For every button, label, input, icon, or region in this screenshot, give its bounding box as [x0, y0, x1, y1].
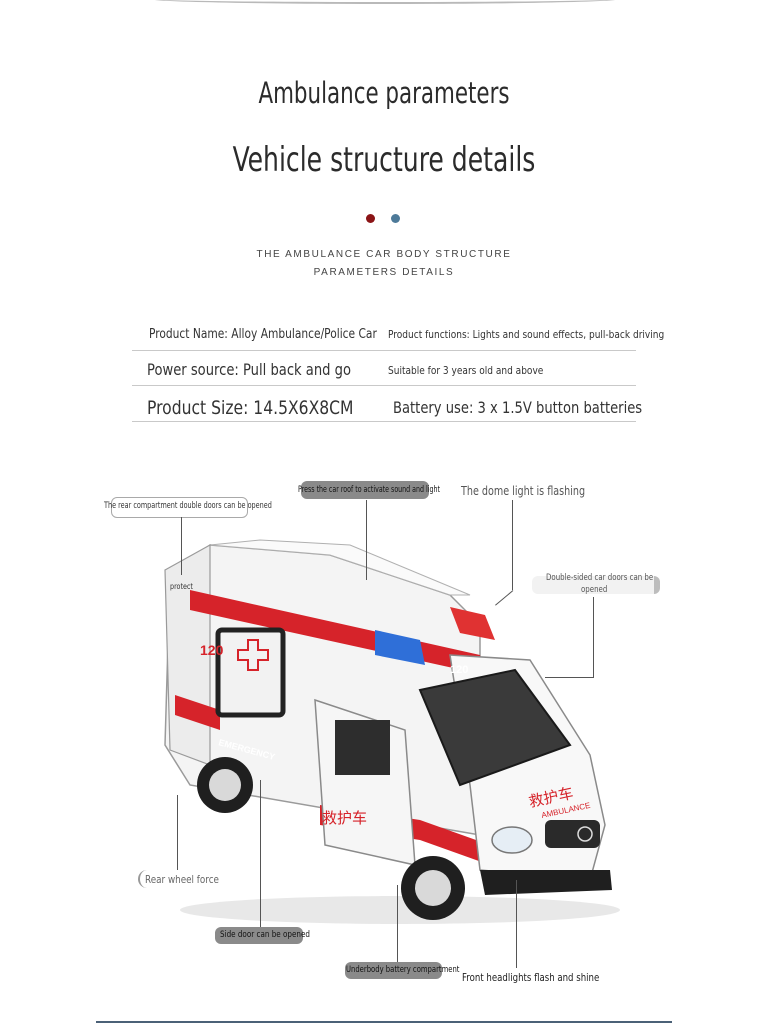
- van-number-front: 120: [450, 664, 468, 676]
- protect-callout: protect: [170, 582, 193, 591]
- product-name: Product Name: Alloy Ambulance/Police Car: [149, 327, 377, 342]
- headlights-callout: Front headlights flash and shine: [462, 971, 600, 984]
- windshield: [418, 668, 572, 787]
- rear-doors-callout-pill: [111, 497, 248, 518]
- logo-badge-icon: [577, 826, 593, 842]
- rear-hubcap: [209, 769, 241, 801]
- battery-compartment-callout: Underbody battery compartment: [346, 965, 460, 975]
- van-chinese-door-text: 救护车: [322, 809, 367, 827]
- roof-leader-line: [366, 500, 367, 580]
- row-divider: [132, 385, 636, 386]
- headlight-icon: [491, 826, 533, 854]
- row-divider: [132, 350, 636, 351]
- battery-leader-line: [397, 885, 398, 962]
- ambulance-image: 120 120 EMERGENCY 救护车 救护车 AMBULANCE: [164, 539, 620, 924]
- bottom-divider: [96, 1021, 672, 1023]
- page-title: Ambulance parameters: [258, 76, 510, 110]
- rear-wheel-callout: Rear wheel force: [145, 873, 219, 886]
- double-doors-leader-line: [593, 597, 594, 677]
- red-stripe-front: [420, 820, 490, 865]
- door-window: [335, 720, 390, 775]
- product-size: Product Size: 14.5X6X8CM: [147, 397, 354, 419]
- side-door-leader-line: [260, 780, 261, 927]
- double-doors-callout-pill: [532, 576, 660, 594]
- red-dot-icon: [366, 214, 375, 223]
- van-shadow: [180, 896, 620, 924]
- side-door-callout-pill: [215, 927, 303, 944]
- blue-dot-icon: [391, 214, 400, 223]
- red-stripe-rear: [175, 695, 220, 730]
- double-doors-callout-line1: Double-sided car doors can be: [546, 573, 654, 583]
- roof-press-callout: Press the car roof to activate sound and…: [298, 485, 440, 495]
- side-window: [215, 627, 286, 718]
- page-subtitle: Vehicle structure details: [232, 140, 536, 180]
- rear-doors-callout: The rear compartment double doors can be…: [104, 501, 272, 511]
- top-decorative-arc: [150, 0, 620, 4]
- blue-beacon-icon: [375, 630, 425, 665]
- row-divider: [132, 421, 636, 422]
- double-doors-callout-line2: opened: [581, 585, 608, 595]
- product-functions: Product functions: Lights and sound effe…: [388, 328, 665, 341]
- dome-leader-line: [512, 500, 513, 590]
- rear-wheel-leader-line: [177, 795, 178, 870]
- caption-line-1: THE AMBULANCE CAR BODY STRUCTURE: [256, 249, 512, 260]
- side-door-callout: Side door can be opened: [220, 930, 310, 940]
- red-cross-icon: [237, 639, 269, 671]
- headlights-leader-line: [516, 880, 517, 968]
- van-roof: [209, 539, 471, 596]
- caption-line-2: PARAMETERS DETAILS: [313, 267, 455, 278]
- front-hubcap: [415, 870, 451, 906]
- dome-light-callout: The dome light is flashing: [461, 484, 586, 498]
- power-source: Power source: Pull back and go: [147, 360, 352, 379]
- age-recommendation: Suitable for 3 years old and above: [388, 364, 544, 377]
- red-dome-light-icon: [450, 607, 495, 640]
- roof-callout-pill: [301, 481, 429, 499]
- front-bumper: [480, 870, 612, 895]
- battery-callout-pill: [345, 962, 442, 979]
- rear-wheel-callout-pill: [138, 870, 218, 888]
- rear-doors-leader-line: [181, 517, 182, 575]
- double-doors-leader-horizontal: [545, 677, 594, 678]
- van-number-side: 120: [200, 642, 224, 658]
- battery-use: Battery use: 3 x 1.5V button batteries: [393, 398, 643, 417]
